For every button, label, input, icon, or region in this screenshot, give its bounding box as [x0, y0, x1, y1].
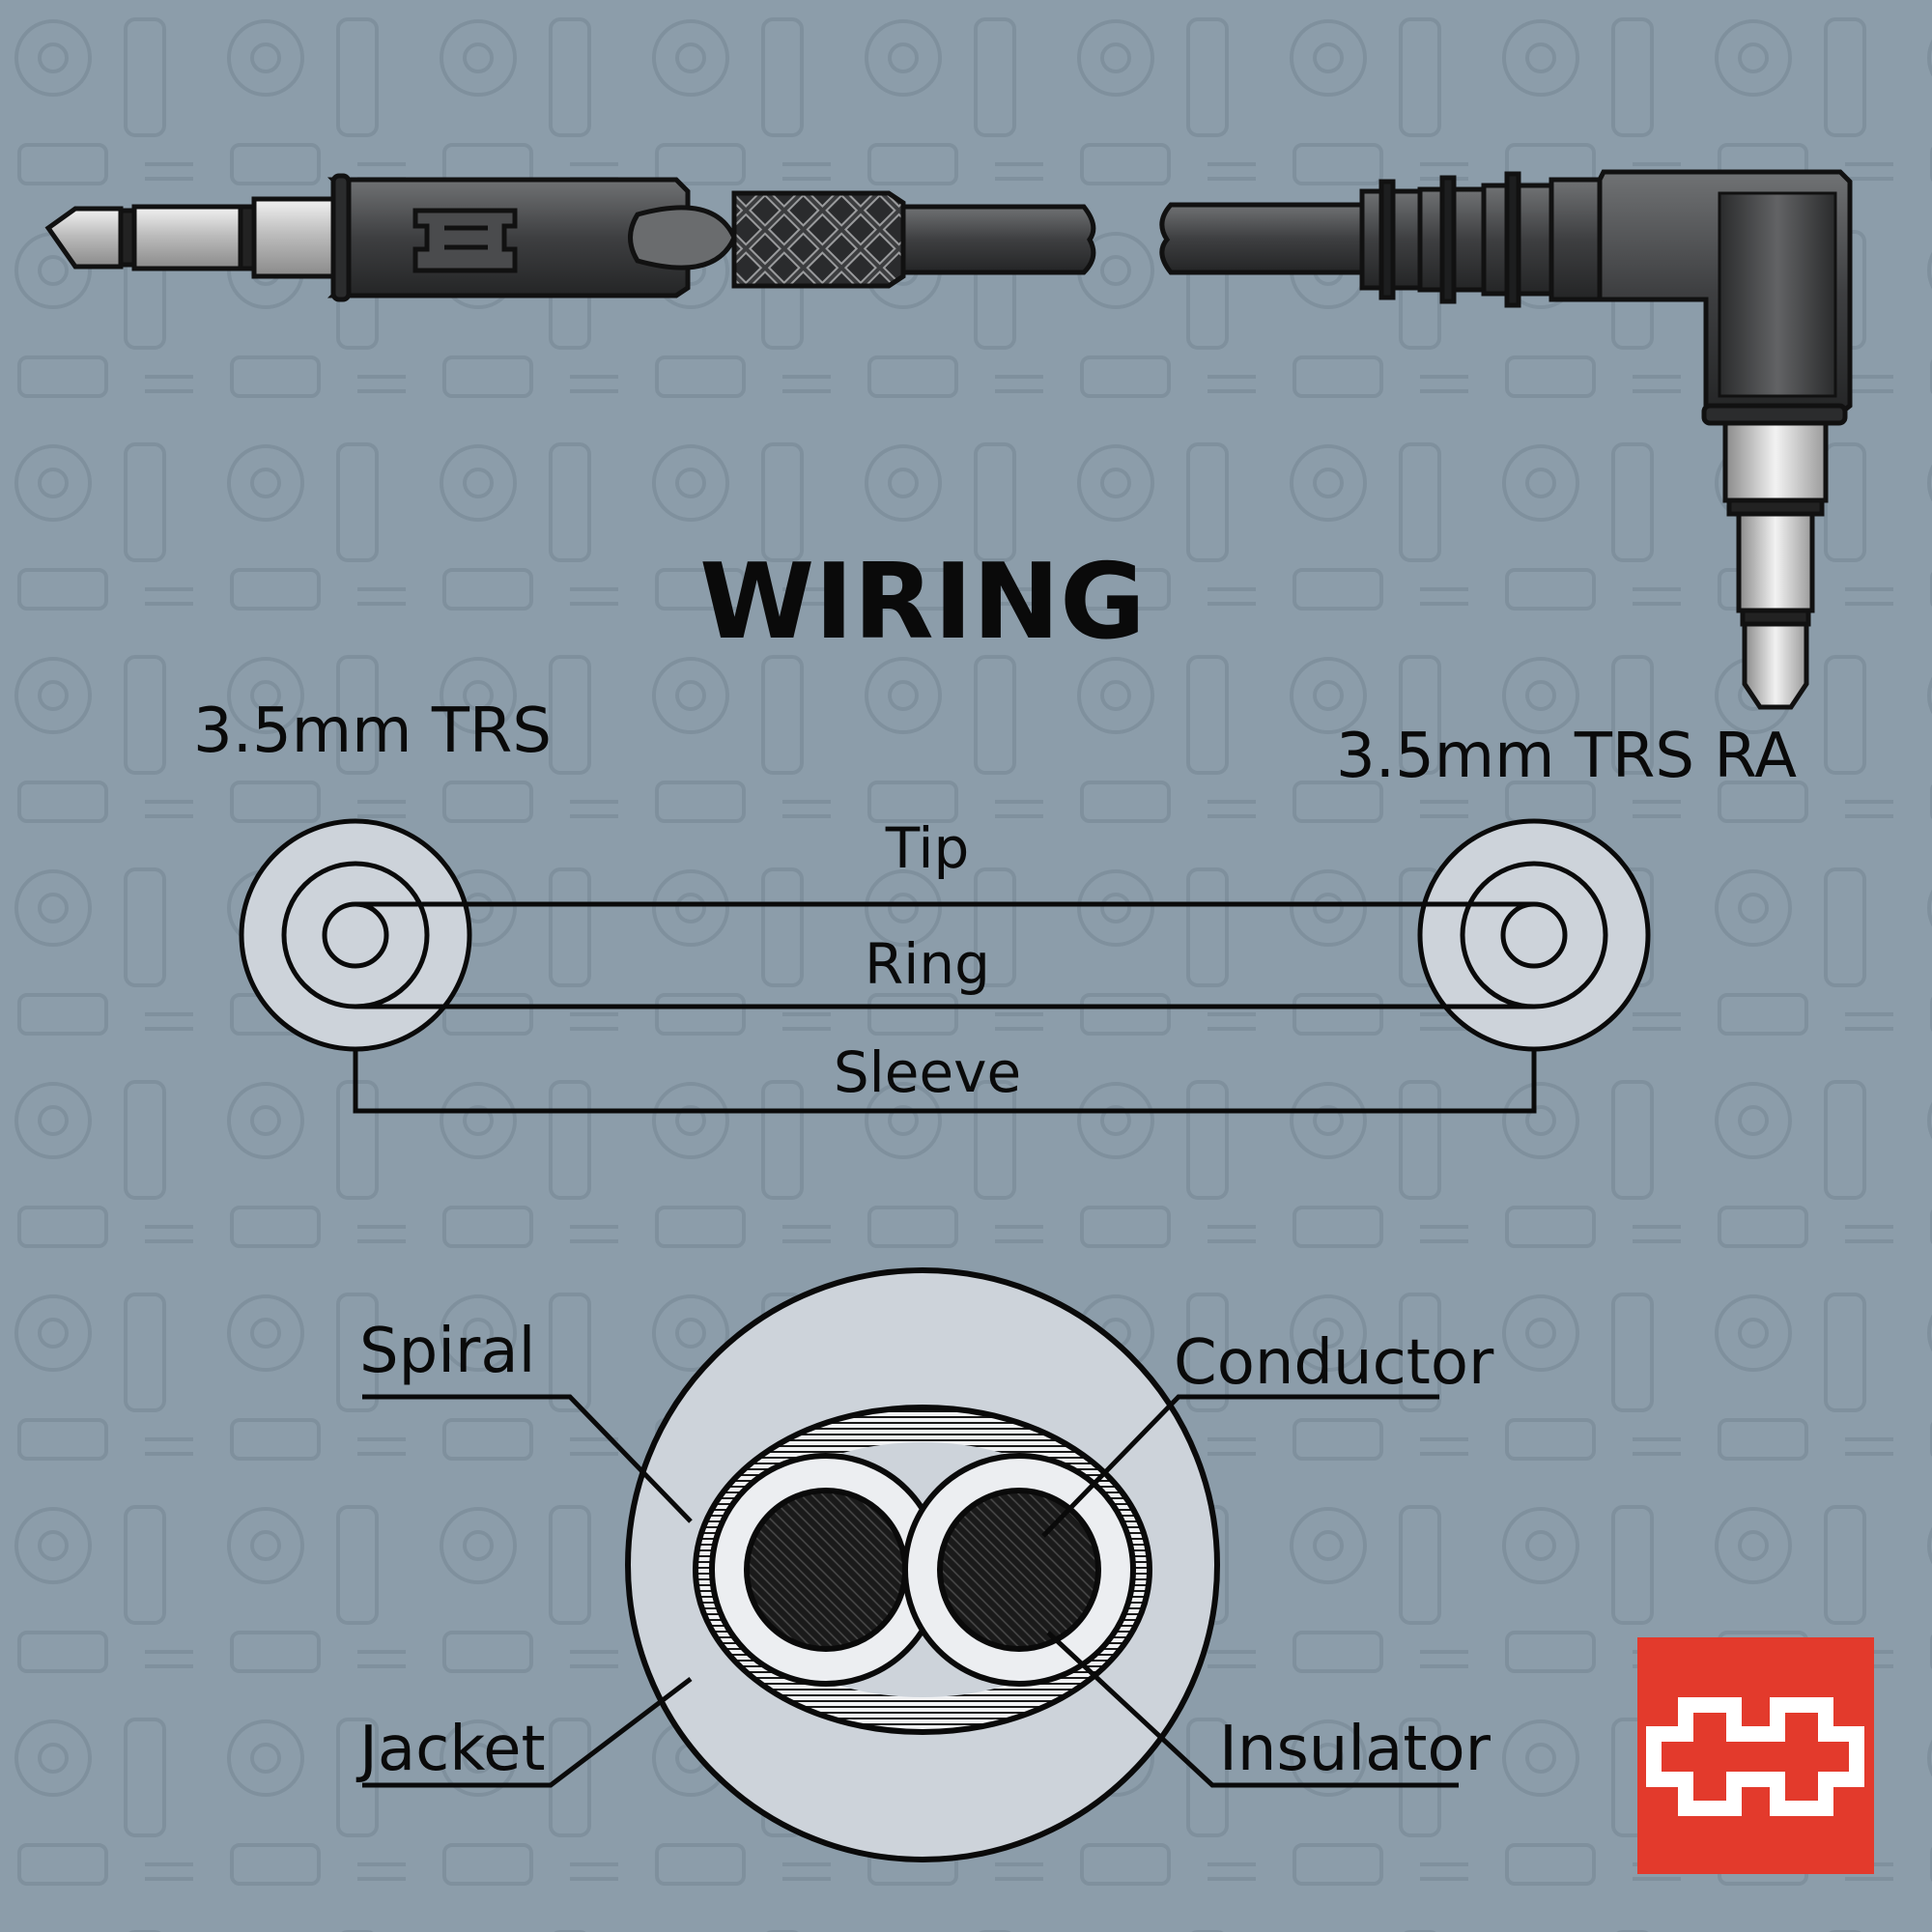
- hosa-emblem-icon: [412, 208, 518, 273]
- conductor-leader: [1041, 1394, 1439, 1538]
- insulator-leader: [1046, 1631, 1459, 1788]
- cable-cross-section-icon: [625, 1267, 1220, 1862]
- left-connector-label: 3.5mm TRS: [193, 696, 552, 767]
- spiral-leader: [362, 1394, 693, 1523]
- cross-section-leaders: [362, 1394, 1459, 1788]
- tip-label: Tip: [885, 815, 970, 881]
- right-conductor-shape: [937, 1488, 1101, 1652]
- right-angle-plug-icon: [1159, 169, 1853, 710]
- right-connector-label: 3.5mm TRS RA: [1336, 721, 1797, 792]
- jacket-leader: [362, 1677, 693, 1788]
- sleeve-label: Sleeve: [834, 1039, 1021, 1105]
- hosa-logo-icon: [1637, 1637, 1874, 1874]
- right-jack-icon: [1417, 818, 1651, 1052]
- page-title: WIRING: [699, 542, 1146, 663]
- ring-label: Ring: [865, 931, 990, 997]
- left-jack-icon: [239, 818, 472, 1052]
- wiring-schematic: [239, 818, 1651, 1114]
- jacket-label: Jacket: [355, 1714, 546, 1785]
- straight-plug-icon: [44, 173, 1096, 302]
- sleeve-wire: [353, 1049, 1537, 1114]
- conductor-label: Conductor: [1174, 1327, 1494, 1399]
- spiral-label: Spiral: [359, 1316, 535, 1387]
- insulator-label: Insulator: [1219, 1714, 1492, 1785]
- left-conductor-shape: [744, 1488, 908, 1652]
